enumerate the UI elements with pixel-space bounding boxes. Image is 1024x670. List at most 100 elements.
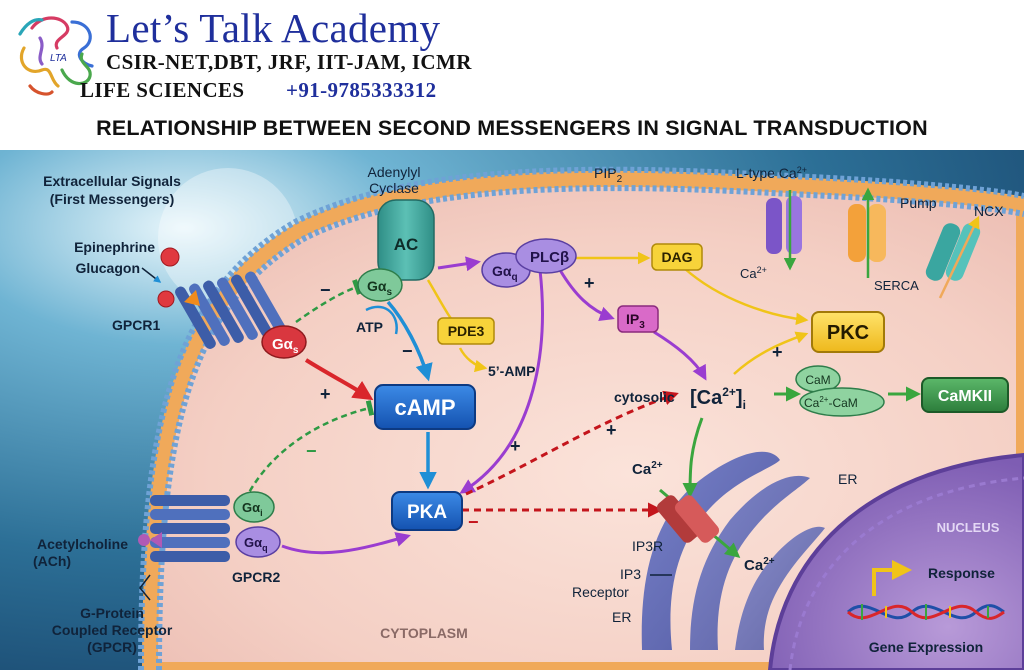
nuclear-envelope — [788, 476, 1024, 670]
membrane-outer-beads — [138, 166, 1024, 670]
glucagon-ligand — [157, 290, 175, 308]
gs-protein-2 — [357, 268, 403, 302]
pka-to-ca-arrow — [465, 390, 679, 496]
gpcr-pointer — [139, 574, 151, 601]
dag-to-pkc-arrow — [683, 267, 809, 326]
camp-label: cAMP — [394, 395, 455, 420]
gpcr-label-2: Coupled Receptor — [52, 622, 173, 638]
plcb-label: PLCβ — [530, 249, 569, 266]
exam-list: CSIR-NET,DBT, JRF, IIT-JAM, ICMR — [106, 50, 472, 74]
serca-pump — [848, 204, 886, 262]
gs-label-1: Gαs — [272, 336, 299, 356]
dag-box — [651, 243, 703, 271]
gq-protein-2 — [235, 526, 281, 558]
gene-expression-label: Gene Expression — [869, 639, 983, 655]
ca-in-label: Ca2+ — [740, 265, 767, 281]
ip3r-label: IP3R — [632, 538, 663, 554]
ca-cam-label: Ca2+-CaM — [804, 395, 858, 410]
ltype-label: L-type Ca2+ — [736, 165, 807, 181]
pump-label: Pump — [900, 195, 937, 211]
cytosolic-label: cytosolic — [614, 389, 675, 405]
ip3r-channel — [656, 495, 720, 543]
epinephrine-ligand — [160, 247, 180, 267]
ip3-receptor-label-1: IP3 — [620, 566, 641, 582]
minus-sign: − — [402, 341, 413, 361]
ip3-receptor-label-2: Receptor — [572, 584, 629, 600]
gs-label-2: Gαs — [367, 278, 393, 298]
minus-sign: − — [306, 441, 317, 461]
dag-label: DAG — [661, 249, 692, 265]
ca-release-label: Ca2+ — [744, 556, 775, 574]
ca-er-label: Ca2+ — [632, 460, 663, 478]
gi-inhibition-line — [243, 400, 375, 501]
nucleus-label: NUCLEUS — [937, 520, 1000, 535]
ca-i-label: [Ca2+]i — [690, 385, 746, 412]
pka-box — [391, 491, 463, 531]
signal-transduction-diagram: Gαs Gαs Gαq PLCβ Gαi Gαq cAMP PKA PDE3 D… — [0, 150, 1024, 670]
serca-label: SERCA — [874, 278, 919, 293]
pka-label: PKA — [407, 502, 447, 523]
pde3-box — [437, 317, 495, 345]
gq-label-2: Gαq — [244, 535, 268, 553]
adenylyl-cyclase — [377, 199, 435, 281]
response-label: Response — [928, 565, 995, 581]
pde3-label: PDE3 — [448, 323, 485, 339]
camkii-box — [921, 377, 1009, 413]
gs-to-camp-arrow — [304, 358, 374, 401]
gq-label-1: Gαq — [492, 263, 518, 283]
ach-molecule-icon — [138, 534, 150, 546]
cytoplasm-label: CYTOPLASM — [380, 625, 468, 641]
ncx-label: NCX — [974, 203, 1004, 219]
plus-sign: + — [320, 384, 331, 404]
membrane-inner-beads — [156, 185, 1024, 670]
ca-cam-node — [799, 387, 885, 417]
pkc-box — [811, 311, 885, 353]
ach-label-1: Acetylcholine — [37, 536, 128, 552]
plcb-enzyme — [515, 238, 577, 274]
ca-to-er-arrow — [682, 417, 704, 498]
epinephrine-label: Epinephrine — [74, 239, 155, 255]
gq-to-pka-arrow — [281, 532, 411, 555]
atp-label: ATP — [356, 319, 383, 335]
gi-protein — [233, 491, 275, 523]
er-bottom-label: ER — [612, 609, 631, 625]
header: LTA Let’s Talk Academy CSIR-NET,DBT, JRF… — [0, 0, 1024, 150]
glucagon-pointer — [141, 267, 162, 283]
acetylcholine-ligand-icon — [150, 532, 162, 548]
ncx-arrow — [938, 215, 980, 299]
endoplasmic-reticulum — [641, 451, 825, 650]
adenylyl-label: Adenylyl — [368, 164, 421, 180]
minus-sign: − — [468, 512, 479, 532]
plus-sign: + — [584, 273, 595, 293]
first-messengers-label: (First Messengers) — [50, 191, 174, 207]
extracellular-signals-label: Extracellular Signals — [43, 173, 181, 189]
ac-label: AC — [394, 235, 419, 254]
ligand-binding-site-icon — [184, 290, 200, 306]
plus-sign: + — [606, 420, 617, 440]
er-top-label: ER — [838, 471, 857, 487]
minus-sign: − — [320, 280, 331, 300]
plus-sign: + — [510, 436, 521, 456]
ac-to-gq-arrow — [437, 256, 481, 272]
ip3-box — [617, 305, 659, 333]
gs-protein-1 — [261, 325, 307, 359]
cam-label: CaM — [805, 373, 830, 387]
page-title: RELATIONSHIP BETWEEN SECOND MESSENGERS I… — [96, 116, 928, 140]
ip3-label: IP3 — [626, 311, 645, 331]
ach-label-2: (ACh) — [33, 553, 71, 569]
ip3-to-ca-arrow — [653, 330, 707, 381]
ac-to-camp-arrow — [386, 300, 433, 382]
glucagon-label: Glucagon — [75, 260, 140, 276]
phone-number: +91-9785333312 — [286, 78, 437, 102]
atp-to-camp-arrow — [365, 305, 398, 335]
pip2-label: PIP2 — [594, 165, 623, 185]
pkc-label: PKC — [827, 322, 869, 344]
gpcr-label-1: G-Protein — [80, 605, 144, 621]
ca-to-pkc-arrow — [733, 331, 809, 375]
gpcr2-label: GPCR2 — [232, 569, 280, 585]
camp-box — [374, 384, 476, 430]
camkii-label: CaMKII — [938, 388, 992, 405]
brand-name: Let’s Talk Academy — [106, 5, 441, 51]
gi-label: Gαi — [242, 500, 263, 518]
subject-label: LIFE SCIENCES — [80, 78, 245, 102]
